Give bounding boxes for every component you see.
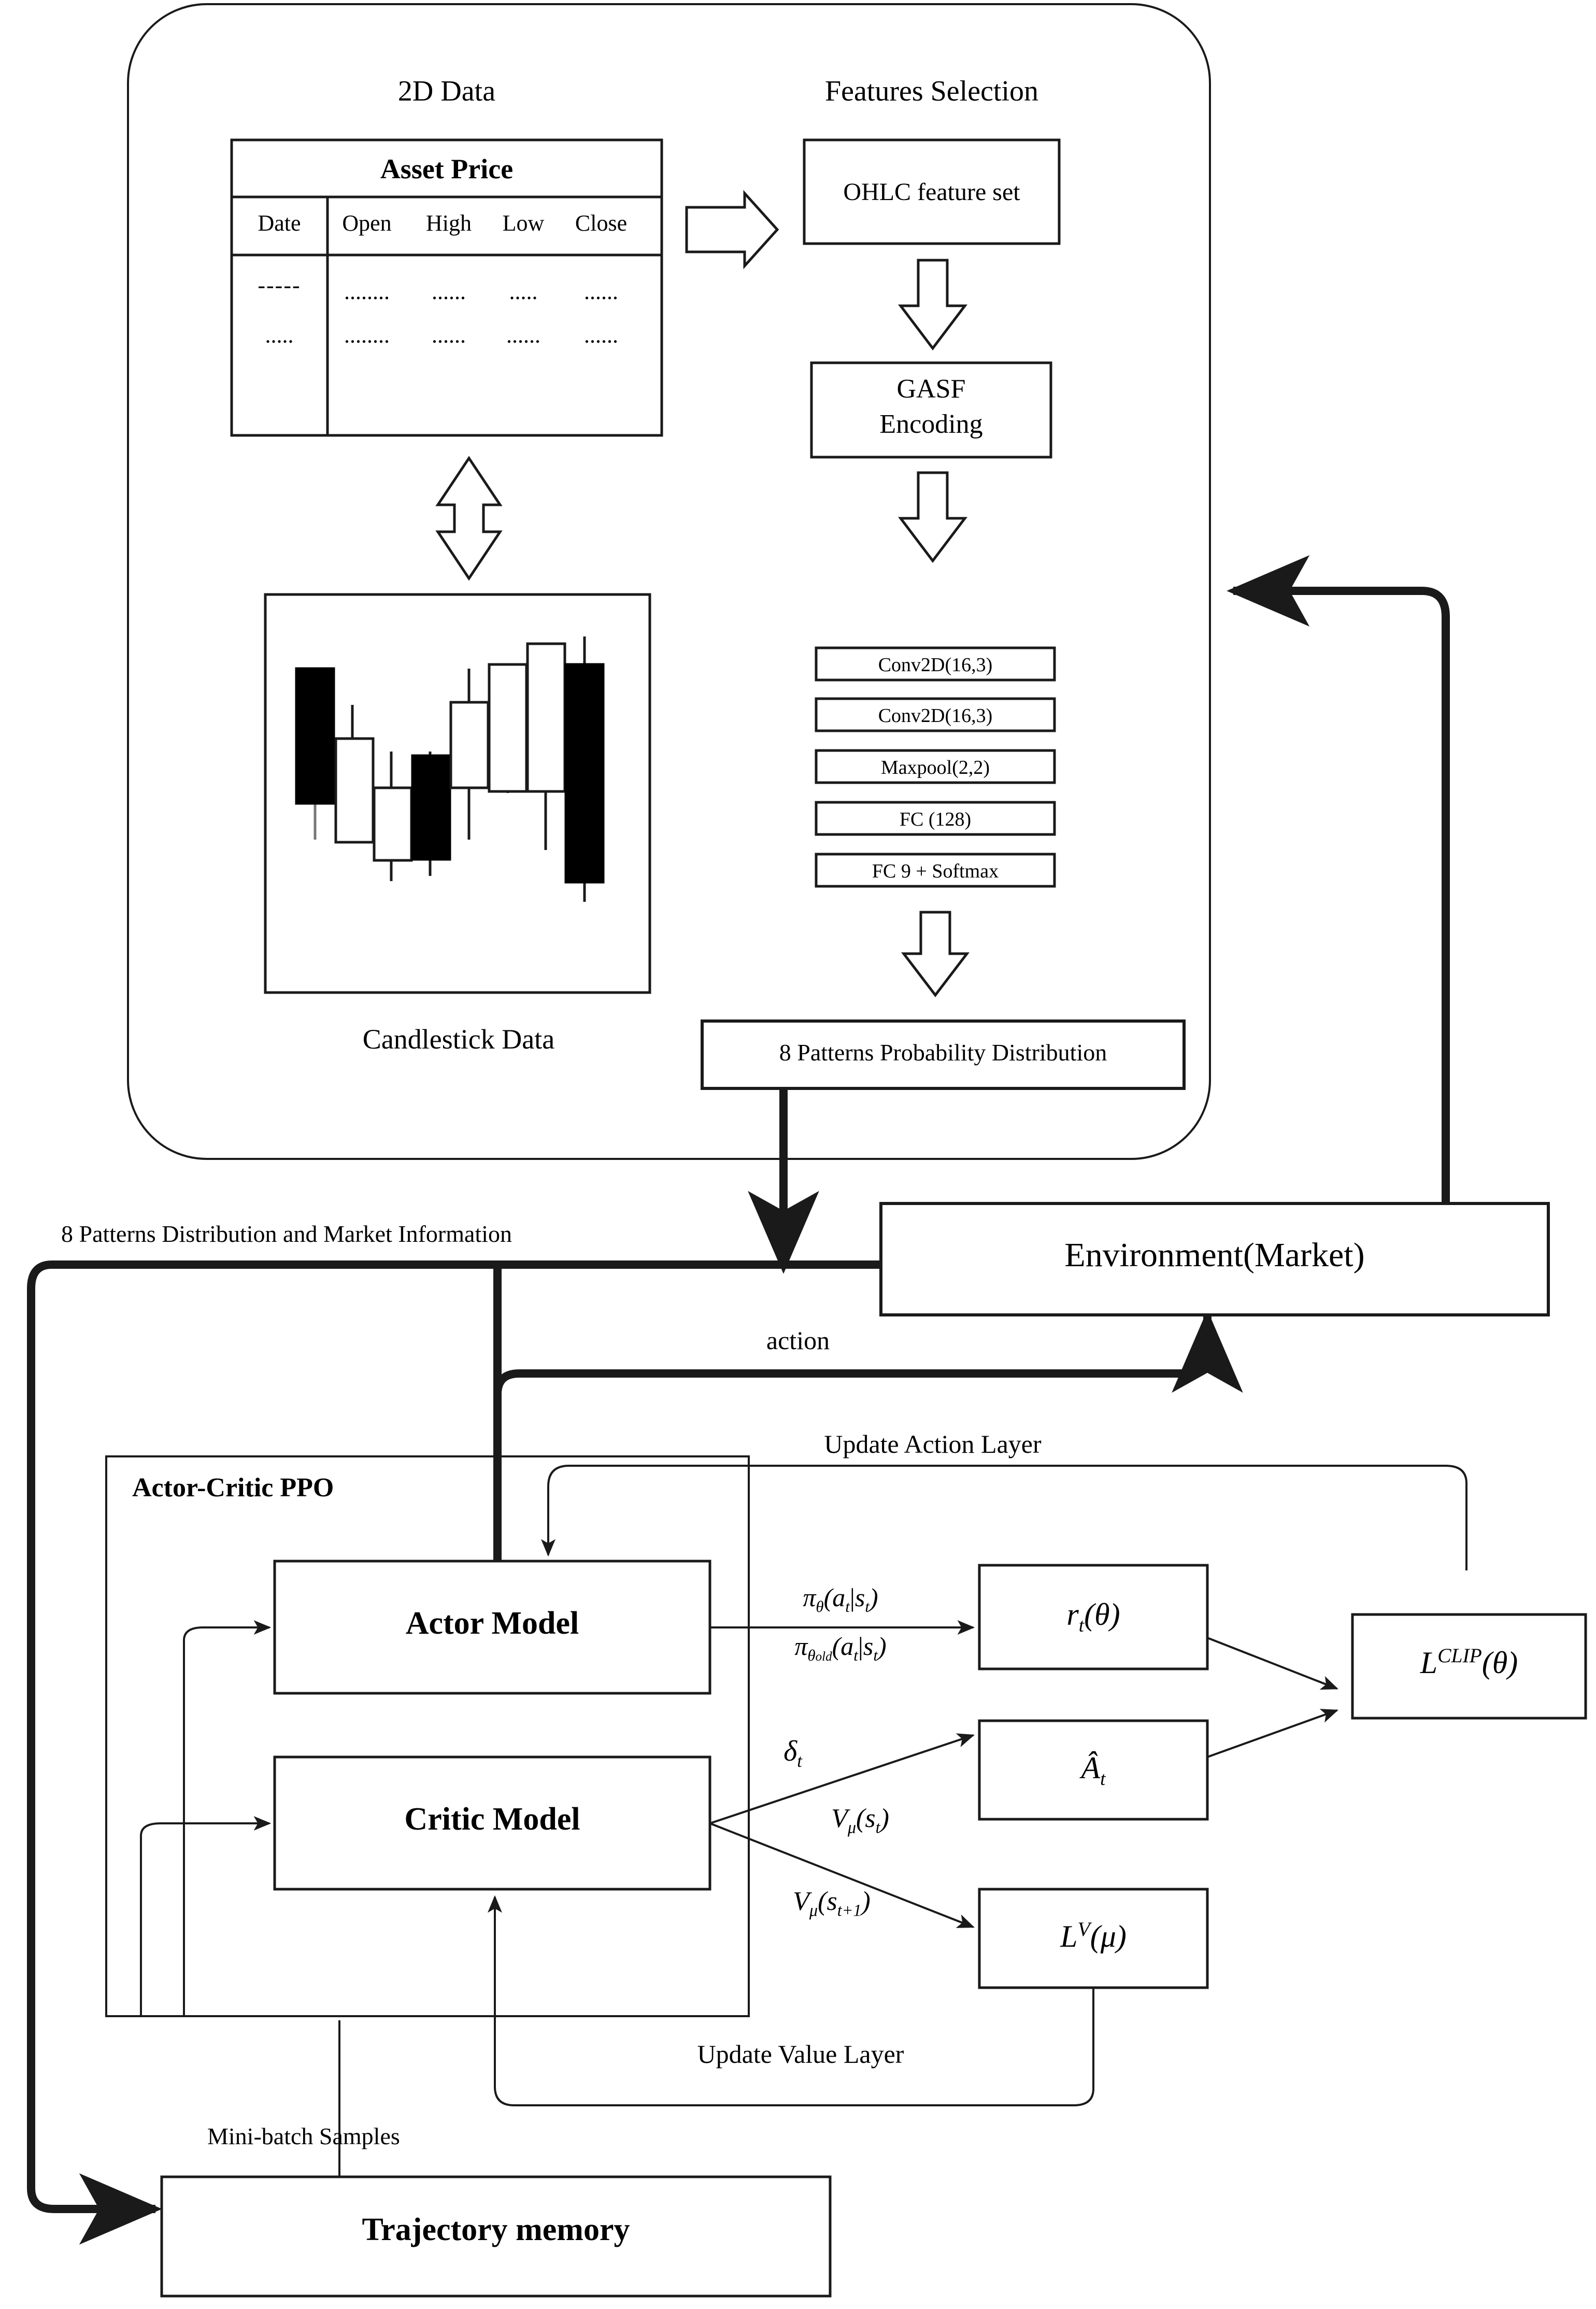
table-cell-r1c4: ...... bbox=[584, 322, 618, 348]
edge-critic-to-advantage bbox=[709, 1733, 975, 1824]
table-cell-r0c1: ........ bbox=[344, 279, 390, 304]
math-box-value-loss: LV(μ) bbox=[1060, 1918, 1127, 1953]
edge-update-value-layer bbox=[488, 1894, 1094, 2106]
gasf-box-label-line1: GASF bbox=[896, 374, 966, 404]
math-ratio-denominator: πθold(at|st) bbox=[794, 1632, 887, 1664]
edge-rail-into-critic bbox=[140, 1816, 272, 2016]
edge-label-update-value-layer: Update Value Layer bbox=[697, 2039, 904, 2069]
actor-model-label: Actor Model bbox=[405, 1606, 579, 1641]
block-arrow-table-candlestick-bidirectional bbox=[435, 456, 503, 581]
math-box-clip-loss: LCLIP(θ) bbox=[1420, 1644, 1518, 1680]
table-cell-r0c0: ----- bbox=[258, 273, 301, 298]
value-loss-box-shape bbox=[978, 1888, 1209, 1989]
candlestick-caption: Candlestick Data bbox=[362, 1024, 555, 1055]
math-delta-label: δt bbox=[783, 1735, 802, 1772]
math-box-ratio: rt(θ) bbox=[1066, 1597, 1120, 1636]
ohlc-feature-box-shape bbox=[803, 138, 1061, 245]
gasf-box-shape bbox=[810, 361, 1052, 459]
edge-ratio-to-clip bbox=[1207, 1637, 1338, 1690]
ppo-section-title: Actor-Critic PPO bbox=[132, 1473, 334, 1503]
critic-model-box-shape bbox=[273, 1755, 711, 1891]
edge-state-to-trajectory-memory bbox=[27, 1260, 881, 2245]
edge-advantage-to-clip bbox=[1207, 1709, 1339, 1758]
cnn-layer-label-0: Conv2D(16,3) bbox=[878, 654, 993, 676]
asset-price-caption: Asset Price bbox=[380, 153, 514, 185]
table-header-date: Date bbox=[258, 210, 301, 236]
block-arrow-ohlc-to-gasf bbox=[897, 259, 968, 351]
edge-label-minibatch-samples: Mini-batch Samples bbox=[207, 2123, 400, 2149]
cnn-layer-stack-shapes bbox=[815, 646, 1056, 888]
table-cell-r0c3: ..... bbox=[509, 279, 538, 304]
table-cell-r1c1: ........ bbox=[344, 322, 390, 348]
asset-price-table-shape bbox=[230, 138, 663, 437]
ohlc-feature-box-label: OHLC feature set bbox=[843, 178, 1020, 206]
pattern-distribution-box-shape bbox=[701, 1019, 1186, 1090]
table-cell-r1c3: ...... bbox=[506, 322, 540, 348]
table-cell-r0c2: ...... bbox=[432, 279, 466, 304]
critic-model-label: Critic Model bbox=[404, 1802, 580, 1837]
actor-model-box-shape bbox=[273, 1560, 711, 1695]
environment-box-label: Environment(Market) bbox=[1064, 1236, 1365, 1274]
cnn-layer-label-2: Maxpool(2,2) bbox=[880, 757, 990, 778]
section-title-2d-data: 2D Data bbox=[397, 75, 496, 107]
edge-label-patterns-distribution: 8 Patterns Distribution and Market Infor… bbox=[61, 1221, 512, 1247]
math-value-st-label: Vμ(st) bbox=[831, 1804, 889, 1837]
edge-environment-feedback bbox=[1227, 555, 1450, 1203]
ratio-box-shape bbox=[978, 1564, 1209, 1670]
edge-distribution-to-environment bbox=[748, 1088, 881, 1274]
edge-label-update-action-layer: Update Action Layer bbox=[824, 1429, 1042, 1458]
edge-rail-into-actor bbox=[183, 1620, 272, 2016]
math-ratio-numerator: πθ(at|st) bbox=[803, 1583, 878, 1616]
math-box-advantage: Ât bbox=[1081, 1751, 1106, 1790]
table-header-close: Close bbox=[575, 210, 628, 236]
candlestick-series bbox=[295, 636, 605, 902]
table-header-low: Low bbox=[502, 210, 545, 236]
edge-action-to-environment bbox=[493, 1310, 1243, 1560]
advantage-box-shape bbox=[978, 1719, 1209, 1821]
ppo-outer-box-shape bbox=[105, 1455, 750, 2017]
table-cell-r0c4: ...... bbox=[584, 279, 618, 304]
block-arrow-table-to-ohlc bbox=[685, 190, 779, 270]
block-arrow-cnn-to-output bbox=[901, 911, 970, 998]
pattern-distribution-box-label: 8 Patterns Probability Distribution bbox=[779, 1039, 1107, 1066]
table-cell-r1c0: ..... bbox=[265, 322, 294, 348]
cnn-layer-label-4: FC 9 + Softmax bbox=[872, 860, 999, 882]
cnn-layer-label-1: Conv2D(16,3) bbox=[878, 705, 993, 727]
section-title-features-selection: Features Selection bbox=[824, 75, 1039, 107]
block-arrow-gasf-to-cnn bbox=[897, 471, 968, 563]
perception-module-container bbox=[127, 3, 1211, 1160]
clip-loss-box-shape bbox=[1351, 1613, 1587, 1720]
trajectory-memory-label: Trajectory memory bbox=[362, 2212, 630, 2247]
edge-label-action: action bbox=[766, 1326, 830, 1355]
edge-critic-to-value-loss bbox=[709, 1822, 975, 1928]
table-header-open: Open bbox=[342, 210, 392, 236]
trajectory-memory-box-shape bbox=[160, 2175, 832, 2298]
cnn-layer-label-3: FC (128) bbox=[899, 809, 972, 830]
environment-box-shape bbox=[879, 1202, 1550, 1316]
table-cell-r1c2: ...... bbox=[432, 322, 466, 348]
gasf-box-label-line2: Encoding bbox=[879, 409, 983, 439]
math-value-st1-label: Vμ(st+1) bbox=[793, 1887, 871, 1920]
table-header-high: High bbox=[426, 210, 472, 236]
edge-update-action-layer bbox=[541, 1465, 1467, 1570]
